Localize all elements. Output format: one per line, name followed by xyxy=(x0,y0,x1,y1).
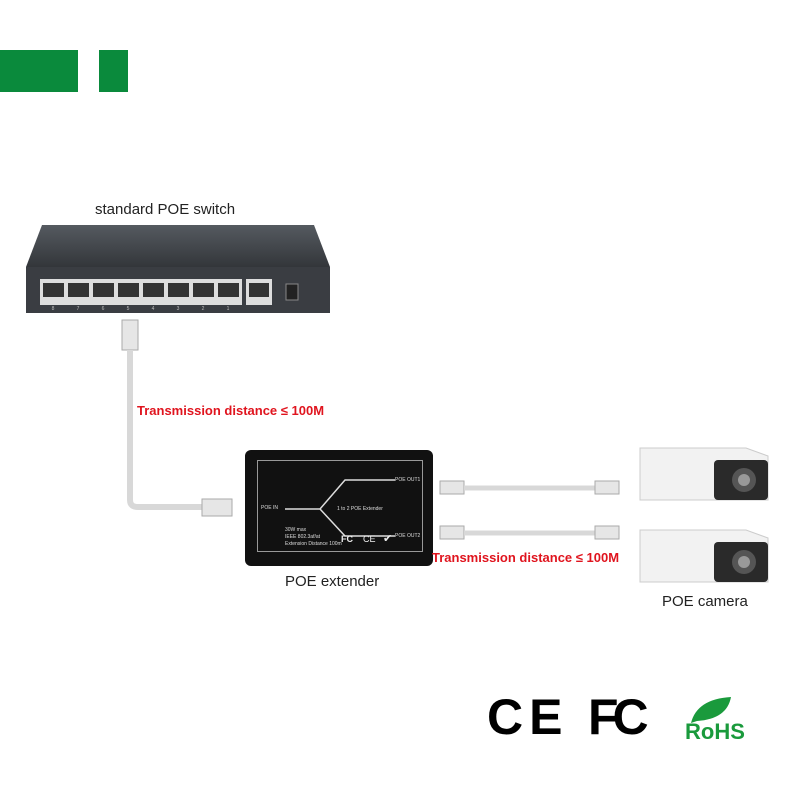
green-bar-small xyxy=(99,50,128,92)
switch-port xyxy=(43,283,64,297)
port-number: 8 xyxy=(52,306,55,312)
transmission-distance-label-2: Transmission distance ≤ 100M xyxy=(432,550,620,565)
poe-switch-image: 8 7 6 5 4 3 2 1 xyxy=(26,225,330,313)
poe-out2-label: POE OUT2 xyxy=(395,533,421,539)
spec-standard: IEEE 802.3af/at xyxy=(285,534,321,540)
fc-logo: FC xyxy=(588,689,649,745)
ethernet-cables-2 xyxy=(439,480,620,540)
switch-port xyxy=(68,283,89,297)
transmission-distance-label-1: Transmission distance ≤ 100M xyxy=(137,403,325,418)
ce-mark: CE xyxy=(363,534,376,544)
switch-port xyxy=(93,283,114,297)
check-mark: ✔ xyxy=(383,533,393,545)
port-number: 3 xyxy=(177,306,180,312)
switch-label: standard POE switch xyxy=(95,201,236,218)
spec-distance: Extension Distance 100m xyxy=(285,541,342,547)
port-number: 6 xyxy=(102,306,105,312)
poe-out1-label: POE OUT1 xyxy=(395,477,421,483)
poe-in-label: POE IN xyxy=(261,505,278,511)
switch-port xyxy=(118,283,139,297)
switch-port xyxy=(168,283,189,297)
switch-port xyxy=(193,283,214,297)
port-number: 2 xyxy=(202,306,205,312)
green-bar-large xyxy=(0,50,78,92)
rohs-logo: RoHS xyxy=(685,695,765,745)
extender-label: POE extender xyxy=(285,573,380,590)
switch-port xyxy=(218,283,239,297)
poe-camera-image xyxy=(639,447,769,583)
port-number: 7 xyxy=(77,306,80,312)
switch-port xyxy=(143,283,164,297)
ce-logo: CE xyxy=(487,689,569,745)
leaf-icon xyxy=(691,697,731,723)
poe-extender-device: POE IN POE OUT1 POE OUT2 1 to 2 POE Exte… xyxy=(245,450,433,566)
port-number: 4 xyxy=(152,306,155,312)
fc-mark: FC xyxy=(341,534,353,544)
camera-label: POE camera xyxy=(662,593,748,610)
spec-power: 30W max xyxy=(285,527,307,533)
port-number: 1 xyxy=(227,306,230,312)
ethernet-cable-1 xyxy=(121,319,233,517)
port-number: 5 xyxy=(127,306,130,312)
model-label: 1 to 2 POE Extender xyxy=(337,506,383,512)
